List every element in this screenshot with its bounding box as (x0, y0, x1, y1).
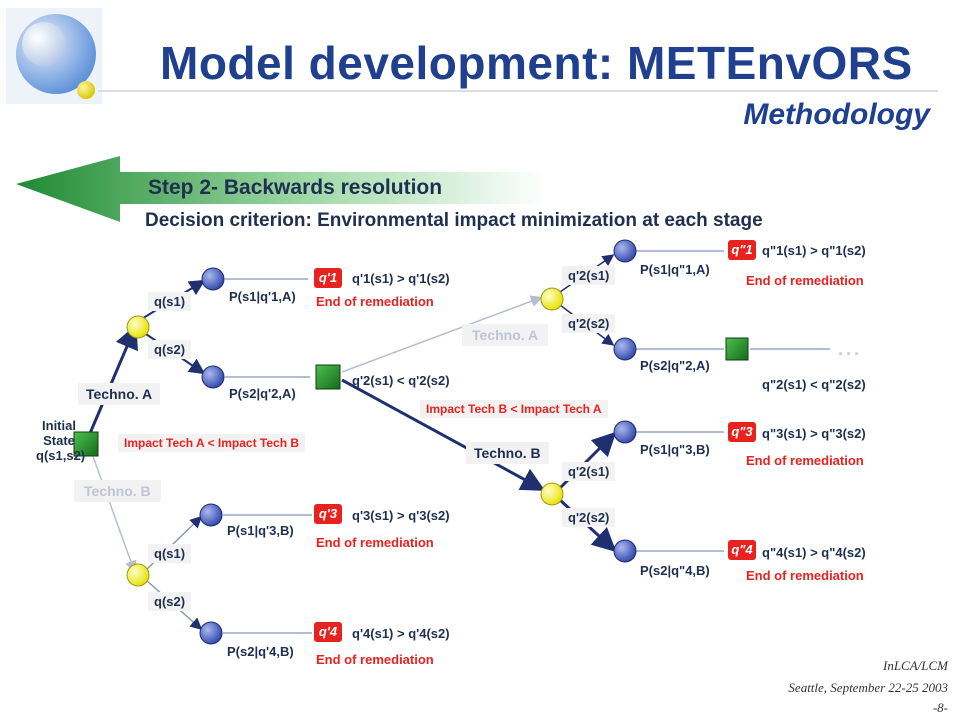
q-s1-label: q(s1) (148, 292, 192, 311)
p-s2-a: P(s2|q'2,A) (229, 386, 296, 401)
decision-criterion: Decision criterion: Environmental impact… (145, 210, 763, 231)
qq4-box: q"4 (728, 540, 756, 560)
cond-qq2: q"2(s1) < q"2(s2) (762, 377, 866, 392)
state-node-s1-B2 (613, 420, 637, 444)
techno-b-label-2: Techno. B (466, 442, 549, 464)
impact-right: Impact Tech B < Impact Tech A (420, 400, 608, 418)
end-remediation-4: End of remediation (316, 652, 434, 667)
pp-s1-a: P(s1|q"1,A) (640, 262, 710, 277)
pp-s1-b: P(s1|q"3,B) (640, 442, 710, 457)
footer-page-number: -8- (932, 700, 948, 715)
cond-q2: q'2(s1) < q'2(s2) (352, 373, 450, 388)
cond-qq4: q"4(s1) > q"4(s2) (762, 545, 866, 560)
end-remediation-3: End of remediation (316, 535, 434, 550)
state-node-s1-B (199, 503, 223, 527)
cond-q4: q'4(s1) > q'4(s2) (352, 626, 450, 641)
continue-node-2 (725, 337, 749, 361)
techB-decision-node (126, 563, 150, 587)
impact-left: Impact Tech A < Impact Tech B (118, 434, 306, 452)
q-s2-label-b: q(s2) (148, 592, 192, 611)
lower-decision-node (540, 482, 564, 506)
initial-state-label: Initial State q(s1,s2) (36, 418, 86, 463)
q-s2-label: q(s2) (148, 340, 192, 359)
qq1-box: q"1 (728, 240, 756, 260)
state-node-s2-A (201, 365, 225, 389)
end-remediation-1: End of remediation (316, 294, 434, 309)
continuation-ellipsis: ... (838, 339, 863, 359)
q-s1-label-b: q(s1) (148, 544, 192, 563)
cond-q1: q'1(s1) > q'1(s2) (352, 271, 450, 286)
state-node-s2-B (199, 621, 223, 645)
end-remediation-8: End of remediation (746, 568, 864, 583)
p-s1-b: P(s1|q'3,B) (227, 523, 294, 538)
state-node-s1-A2 (613, 239, 637, 263)
page-subtitle: Methodology (743, 98, 930, 131)
state-node-s2-A2 (613, 337, 637, 361)
qq3-box: q"3 (728, 422, 756, 442)
backwards-arrow (16, 156, 546, 222)
pp-s2-b: P(s2|q"4,B) (640, 563, 710, 578)
end-remediation-7: End of remediation (746, 453, 864, 468)
title-rule (98, 90, 938, 92)
cond-qq3: q"3(s1) > q"3(s2) (762, 426, 866, 441)
techno-a-ghost-label: Techno. A (462, 324, 549, 346)
cond-qq1: q"1(s1) > q"1(s2) (762, 243, 866, 258)
upper-decision-node (540, 287, 564, 311)
cond-q3: q'3(s1) > q'3(s2) (352, 508, 450, 523)
initial-state-node (73, 431, 99, 457)
p-s2-b: P(s2|q'4,B) (227, 644, 294, 659)
q4-box: q'4 (314, 622, 342, 642)
footer-location-date: Seattle, September 22-25 2003 (788, 680, 948, 695)
page-title: Model development: METEnvORS (160, 37, 913, 89)
p-s1-a: P(s1|q'1,A) (229, 289, 296, 304)
footer-conference: InLCA/LCM (882, 658, 948, 673)
state-node-s2-B2 (613, 539, 637, 563)
continue-node (315, 364, 341, 390)
pp-s2-a: P(s2|q"2,A) (640, 358, 710, 373)
q2-s2-label: q'2(s2) (562, 314, 616, 333)
end-remediation-5: End of remediation (746, 273, 864, 288)
q2-s1-label: q'2(s1) (562, 266, 616, 285)
techno-a-label: Techno. A (78, 383, 161, 405)
step-label: Step 2- Backwards resolution (148, 176, 443, 199)
q2-s1-label-b: q'2(s1) (562, 462, 616, 481)
q2-s2-label-b: q'2(s2) (562, 508, 616, 527)
state-node-s1-A (201, 267, 225, 291)
q3-box: q'3 (314, 504, 342, 524)
techA-decision-node (126, 315, 150, 339)
q1-box: q'1 (314, 268, 342, 288)
logo-icon (6, 8, 102, 104)
techno-b-label: Techno. B (74, 480, 161, 502)
